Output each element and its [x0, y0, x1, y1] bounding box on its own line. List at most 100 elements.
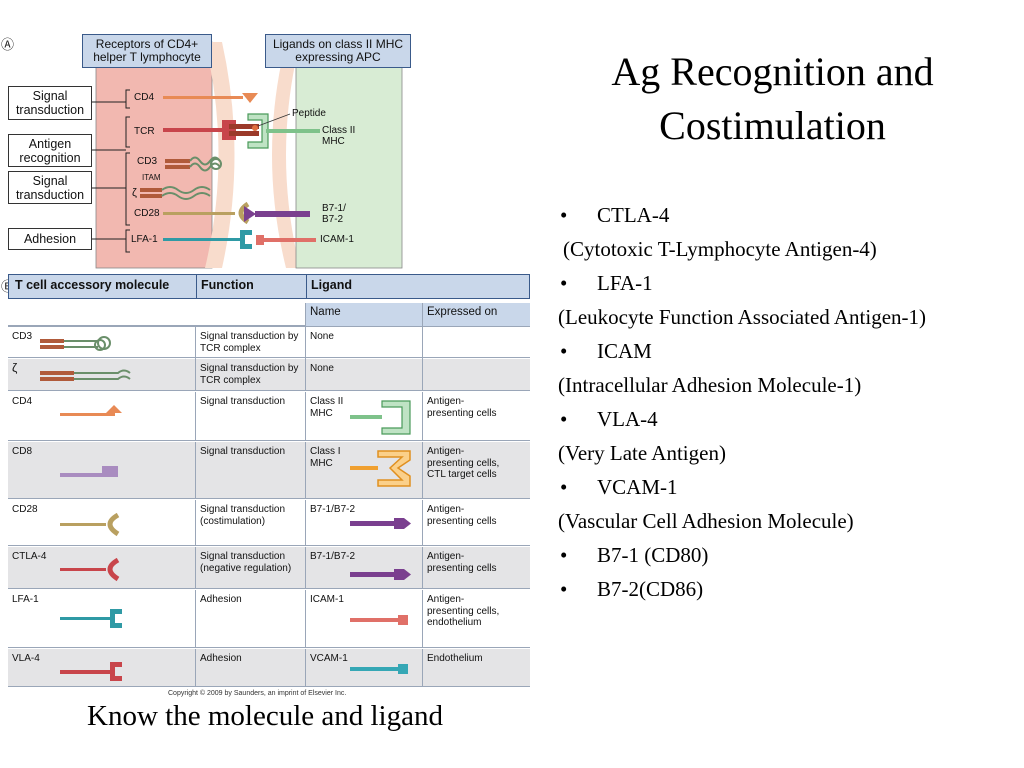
cell-function: Signal transduction	[195, 442, 305, 499]
cell-ligand: VCAM-1	[305, 649, 422, 687]
cell-ligand: B7-1/B7-2	[305, 500, 422, 546]
header-ligand: Ligand	[306, 275, 531, 298]
cell-function: Signal transduction by TCR complex	[195, 359, 305, 391]
icam1-molecule	[256, 235, 264, 245]
t-cell-body	[95, 41, 213, 269]
list-item: (Intracellular Adhesion Molecule-1)	[558, 373, 862, 397]
table-subheader-row: Name Expressed on	[8, 303, 530, 326]
cell-molecule: VLA-4	[12, 653, 40, 664]
cd3-icon	[40, 336, 111, 351]
label-cd28: CD28	[134, 208, 160, 219]
b7-molecule	[255, 211, 310, 217]
label-zeta: ζ	[132, 187, 137, 199]
callout-adhesion: Adhesion	[8, 228, 92, 250]
list-item: •B7-1 (CD80)	[560, 543, 709, 567]
label-icam1: ICAM-1	[320, 234, 354, 245]
bracket-cd3	[125, 152, 130, 226]
copyright-notice: Copyright © 2009 by Saunders, an imprint…	[168, 690, 347, 697]
table-row: CTLA-4 Signal transduction (negative reg…	[8, 547, 530, 589]
list-item: •LFA-1	[560, 271, 653, 295]
icam1-icon	[350, 615, 408, 625]
list-item: •B7-2(CD86)	[560, 577, 704, 601]
table-row: CD28 Signal transduction (costimulation)…	[8, 500, 530, 546]
label-cd4: CD4	[134, 92, 155, 103]
cell-expressed: Antigen-presenting cells	[422, 500, 512, 546]
ctla4-icon	[60, 557, 120, 582]
bracket-lfa	[125, 229, 130, 253]
cell-function: Signal transduction by TCR complex	[195, 327, 305, 359]
cell-ligand: None	[305, 327, 422, 359]
bracket-tcr	[125, 116, 130, 148]
table-row: VLA-4 Adhesion VCAM-1 Endothelium	[8, 649, 530, 687]
label-class2: Class II	[322, 125, 356, 136]
cell-molecule: CTLA-4	[12, 551, 47, 562]
list-item: (Cytotoxic T-Lymphocyte Antigen-4)	[563, 237, 877, 261]
cell-ligand: B7-1/B7-2	[305, 547, 422, 589]
cell-ligand: ICAM-1	[305, 590, 422, 648]
zeta-chain-icon	[40, 369, 131, 381]
list-item: (Very Late Antigen)	[558, 441, 726, 465]
cd8-icon	[60, 466, 118, 477]
cd3-molecule	[165, 159, 190, 163]
zeta-chain	[140, 188, 162, 192]
cell-expressed	[422, 327, 530, 359]
cell-expressed	[422, 359, 530, 391]
table-row: LFA-1 Adhesion ICAM-1 Antigen-presenting…	[8, 590, 530, 648]
tcr-molecule	[163, 128, 223, 132]
table-row: CD4 Signal transduction Class II MHC Ant…	[8, 392, 530, 441]
slide-caption: Know the molecule and ligand	[87, 700, 443, 732]
vla4-icon	[60, 662, 122, 681]
table-header-row: T cell accessory molecule Function Ligan…	[8, 274, 530, 299]
list-item: •ICAM	[560, 339, 652, 363]
cell-molecule: CD28	[12, 504, 38, 515]
cd4-icon	[60, 405, 122, 416]
panel-a-marker: Ⓐ	[1, 37, 15, 52]
header-receptors: Receptors of CD4+ helper T lymphocyte	[82, 34, 212, 68]
label-tcr: TCR	[134, 126, 155, 137]
peptide	[252, 125, 258, 131]
mhc-class2-icon	[350, 400, 411, 435]
callout-signal-transduction-1: Signal transduction	[8, 86, 92, 120]
cell-molecule: CD4	[12, 396, 33, 407]
cell-expressed: Antigen-presenting cells	[422, 392, 512, 441]
vcam1-icon	[350, 664, 408, 674]
label-b71: B7-1/	[322, 203, 346, 214]
b7-icon	[350, 569, 411, 580]
label-cd3: CD3	[137, 156, 158, 167]
table-row: CD3 Signal transduction by TCR complex N…	[8, 326, 530, 359]
label-mhc: MHC	[322, 136, 345, 147]
header-function: Function	[196, 275, 306, 298]
cell-ligand: Class I MHC	[305, 442, 360, 499]
list-item: (Leukocyte Function Associated Antigen-1…	[558, 305, 927, 329]
callout-signal-transduction-2: Signal transduction	[8, 171, 92, 204]
lfa1-molecule	[163, 238, 241, 241]
panel-a-diagram: Ⓐ	[0, 30, 530, 274]
label-b72: B7-2	[322, 214, 344, 225]
cell-function: Signal transduction (costimulation)	[195, 500, 305, 546]
cd28-molecule	[163, 212, 235, 215]
cell-molecule: ζ	[12, 361, 18, 375]
label-lfa1: LFA-1	[131, 234, 158, 245]
bracket-cd4	[125, 89, 130, 109]
cd28-icon	[60, 512, 120, 537]
bullet-list: •CTLA-4 (Cytotoxic T-Lymphocyte Antigen-…	[558, 200, 1018, 608]
table-row: CD8 Signal transduction Class I MHC Anti…	[8, 442, 530, 499]
cell-expressed: Antigen-presenting cells, CTL target cel…	[422, 442, 512, 499]
slide-title: Ag Recognition and Costimulation	[611, 49, 934, 148]
callout-antigen-recognition: Antigen recognition	[8, 134, 92, 167]
table-row: ζ Signal transduction by TCR complex Non…	[8, 359, 530, 391]
cell-molecule: LFA-1	[12, 594, 39, 605]
list-item: (Vascular Cell Adhesion Molecule)	[558, 509, 854, 533]
header-name: Name	[305, 303, 422, 326]
cell-ligand: None	[305, 359, 422, 391]
list-item: •VCAM-1	[560, 475, 678, 499]
cell-molecule: CD3	[12, 331, 33, 342]
label-itam: ITAM	[142, 173, 161, 182]
mhc-class2-molecule	[247, 113, 269, 149]
cell-expressed: Antigen-presenting cells, endothelium	[422, 590, 512, 648]
cd4-molecule	[163, 96, 243, 99]
list-item: •VLA-4	[560, 407, 658, 431]
cell-function: Adhesion	[195, 649, 305, 687]
label-peptide: Peptide	[292, 108, 326, 119]
cell-interface-illustration	[92, 41, 403, 269]
